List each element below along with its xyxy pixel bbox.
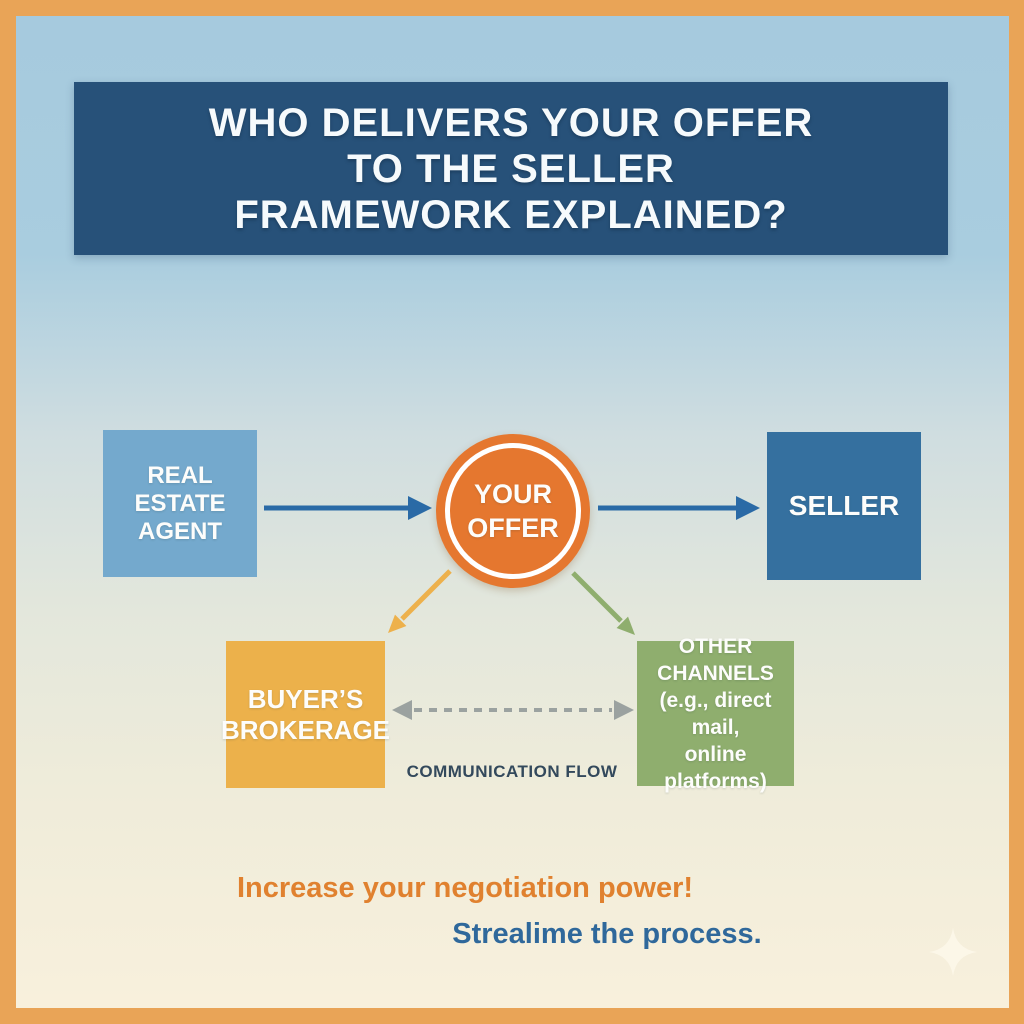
- arrow-agent-to-offer: [264, 496, 432, 520]
- title-banner: WHO DELIVERS YOUR OFFER TO THE SELLER FR…: [74, 82, 948, 255]
- buyers-brokerage-box: BUYER’S BROKERAGE: [221, 641, 390, 788]
- buyers-brokerage-label: BUYER’S BROKERAGE: [221, 683, 391, 745]
- sparkle-icon: [929, 928, 977, 976]
- arrow-offer-to-channels: [571, 571, 635, 635]
- real-estate-agent-box: REAL ESTATE AGENT: [103, 430, 257, 577]
- seller-box: SELLER: [767, 432, 921, 580]
- communication-flow-label: COMMUNICATION FLOW: [406, 762, 618, 781]
- real-estate-agent-label: REAL ESTATE AGENT: [134, 461, 226, 545]
- title-line-1: WHO DELIVERS YOUR OFFER: [208, 100, 814, 145]
- other-channels-label: OTHER CHANNELS (e.g., direct mail, onlin…: [657, 634, 774, 793]
- title-line-2: TO THE SELLER: [347, 146, 675, 191]
- offer-circle-ring: [445, 443, 581, 579]
- arrow-offer-to-seller: [598, 496, 760, 520]
- footer-line-1: Increase your negotiation power!: [236, 872, 694, 904]
- communication-flow-arrow: [392, 700, 634, 720]
- arrow-offer-to-buyer: [388, 569, 452, 633]
- other-channels-box: OTHER CHANNELS (e.g., direct mail, onlin…: [637, 635, 794, 793]
- title-line-3: FRAMEWORK EXPLAINED?: [234, 192, 788, 237]
- footer-line-2: Strealime the process.: [452, 918, 762, 950]
- your-offer-circle: YOUR OFFER: [436, 434, 590, 588]
- seller-label: SELLER: [788, 490, 900, 521]
